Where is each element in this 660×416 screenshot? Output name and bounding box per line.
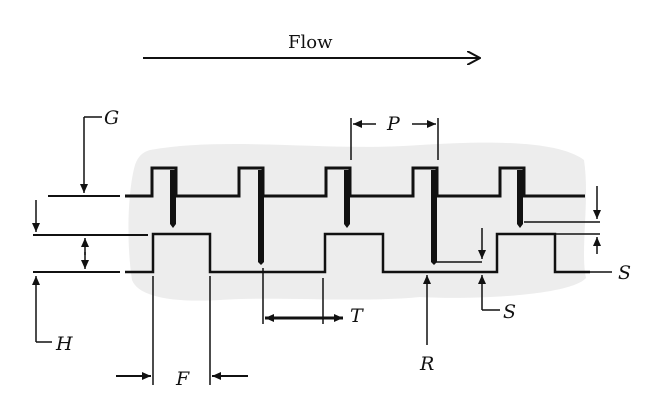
shaded-region [128, 142, 586, 301]
lower-ribbed-wall [125, 232, 590, 274]
label-h: H [55, 333, 73, 355]
label-t: T [350, 305, 364, 327]
fin-1 [170, 170, 176, 228]
flow-label: Flow [288, 32, 333, 53]
label-r: R [419, 353, 434, 375]
label-s-lower: S [503, 301, 516, 323]
label-s-right: S [618, 262, 631, 284]
label-g: G [104, 107, 119, 129]
fin-3 [344, 170, 350, 228]
label-f: F [175, 368, 190, 390]
fins [170, 170, 523, 265]
fin-4 [431, 170, 437, 265]
fin-5 [517, 170, 523, 228]
fin-2 [258, 170, 264, 265]
label-p: P [386, 113, 401, 135]
